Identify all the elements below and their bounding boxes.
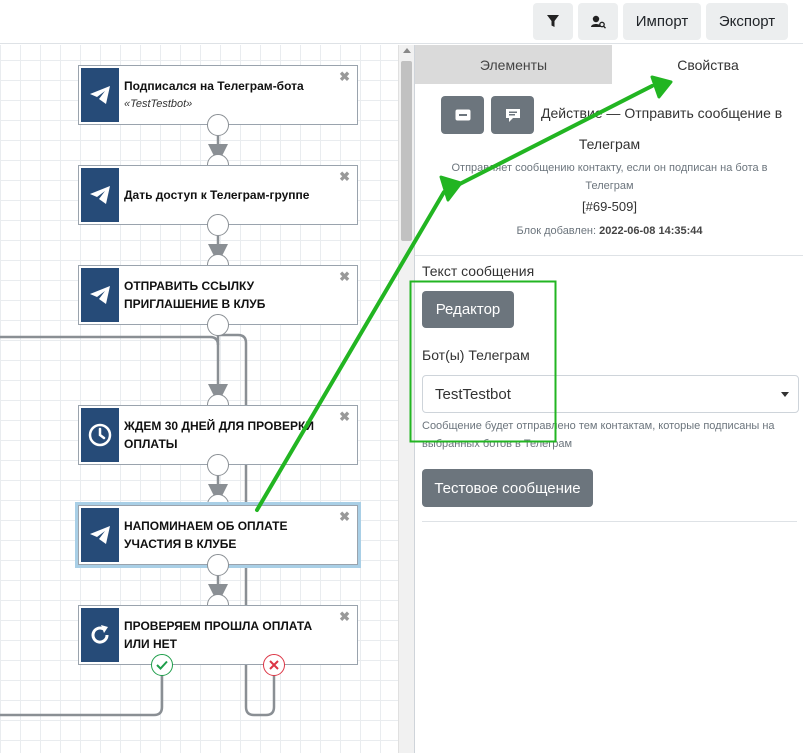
bots-hint-line-1: Сообщение будет отправлено тем контактам… [422, 420, 775, 432]
filter-button[interactable] [533, 3, 573, 40]
close-icon[interactable]: ✖ [339, 409, 350, 424]
flow-block-text: ЖДЕМ 30 ДНЕЙ ДЛЯ ПРОВЕРКИ ОПЛАТЫ [124, 406, 335, 464]
output-port[interactable] [207, 554, 229, 576]
user-search-button[interactable] [578, 3, 618, 40]
bots-select[interactable]: TestTestbot [422, 375, 799, 413]
output-port[interactable] [207, 214, 229, 236]
bots-label: Бот(ы) Телеграм [422, 347, 530, 363]
flow-canvas[interactable]: Подписался на Телеграм-бота «TestTestbot… [0, 45, 398, 753]
flow-block-title: Дать доступ к Телеграм-группе [124, 188, 310, 202]
test-message-button[interactable]: Тестовое сообщение [422, 469, 593, 507]
close-icon[interactable]: ✖ [339, 609, 350, 624]
success-port[interactable] [151, 654, 173, 676]
clock-icon [81, 408, 119, 462]
output-port[interactable] [207, 454, 229, 476]
comment-action-button[interactable] [491, 96, 534, 134]
close-icon[interactable]: ✖ [339, 509, 350, 524]
cross-icon [269, 660, 279, 670]
chevron-down-icon [781, 392, 789, 397]
editor-button[interactable]: Редактор [422, 291, 514, 328]
flow-block-text: Дать доступ к Телеграм-группе [124, 166, 335, 224]
action-title-line-2: Телеграм [578, 136, 641, 152]
flow-block-text: ПРОВЕРЯЕМ ПРОШЛА ОПЛАТА ИЛИ НЕТ [124, 606, 335, 664]
bots-hint-line-2: выбранных ботов в Телеграм [422, 438, 573, 450]
action-description-line-1: Отправляет сообщению контакту, если он п… [451, 162, 768, 174]
flow-block-text: ОТПРАВИТЬ ССЫЛКУ ПРИГЛАШЕНИЕ В КЛУБ [124, 266, 335, 324]
flow-block-title: ПРОВЕРЯЕМ ПРОШЛА ОПЛАТА ИЛИ НЕТ [124, 619, 313, 651]
bots-select-value: TestTestbot [435, 385, 511, 403]
comment-icon [505, 108, 520, 122]
action-title-line-1: Действие — Отправить сообщение в [541, 105, 783, 121]
flow-block-title: Подписался на Телеграм-бота [124, 79, 304, 93]
action-description-line-2: Телеграм [585, 180, 634, 192]
message-text-label: Текст сообщения [422, 263, 535, 279]
import-button[interactable]: Импорт [623, 3, 701, 40]
user-search-icon [590, 15, 606, 29]
block-added-info: Блок добавлен: 2022-06-08 14:35:44 [415, 225, 803, 237]
flow-block-text: Подписался на Телеграм-бота «TestTestbot… [124, 66, 335, 124]
properties-panel: Элементы Свойства Действие — Отправить с… [414, 45, 803, 753]
flow-block-title: НАПОМИНАЕМ ОБ ОПЛАТЕ УЧАСТИЯ В КЛУБЕ [124, 519, 288, 551]
tab-elements[interactable]: Элементы [415, 45, 612, 84]
panel-tabs: Элементы Свойства [415, 45, 803, 84]
check-icon [156, 660, 168, 670]
telegram-icon [81, 68, 119, 122]
flow-block-text: НАПОМИНАЕМ ОБ ОПЛАТЕ УЧАСТИЯ В КЛУБЕ [124, 506, 335, 564]
flow-block-title: ОТПРАВИТЬ ССЫЛКУ ПРИГЛАШЕНИЕ В КЛУБ [124, 279, 266, 311]
failure-port[interactable] [263, 654, 285, 676]
close-icon[interactable]: ✖ [339, 269, 350, 284]
message-action-button[interactable] [441, 96, 484, 134]
telegram-icon [81, 508, 119, 562]
flow-block-subtitle: «TestTestbot» [124, 98, 193, 110]
scroll-up-icon[interactable] [403, 48, 411, 53]
block-added-label: Блок добавлен: [516, 225, 597, 237]
export-button[interactable]: Экспорт [706, 3, 788, 40]
output-port[interactable] [207, 114, 229, 136]
block-added-date: 2022-06-08 14:35:44 [599, 225, 703, 237]
output-port[interactable] [207, 314, 229, 336]
telegram-icon [81, 268, 119, 322]
flow-connectors [0, 136, 276, 717]
message-icon [455, 109, 470, 121]
refresh-icon [81, 608, 119, 662]
flow-block-check-payment[interactable]: ПРОВЕРЯЕМ ПРОШЛА ОПЛАТА ИЛИ НЕТ ✖ [78, 605, 358, 665]
close-icon[interactable]: ✖ [339, 69, 350, 84]
block-id: [#69-509] [582, 199, 637, 214]
section-divider [422, 521, 797, 522]
filter-icon [547, 15, 559, 27]
tab-properties[interactable]: Свойства [612, 45, 803, 84]
section-divider [415, 255, 803, 256]
close-icon[interactable]: ✖ [339, 169, 350, 184]
canvas-scrollbar[interactable] [398, 45, 414, 753]
scrollbar-thumb[interactable] [401, 61, 412, 241]
top-toolbar: Импорт Экспорт [0, 0, 803, 44]
telegram-icon [81, 168, 119, 222]
flow-block-title: ЖДЕМ 30 ДНЕЙ ДЛЯ ПРОВЕРКИ ОПЛАТЫ [124, 419, 314, 451]
